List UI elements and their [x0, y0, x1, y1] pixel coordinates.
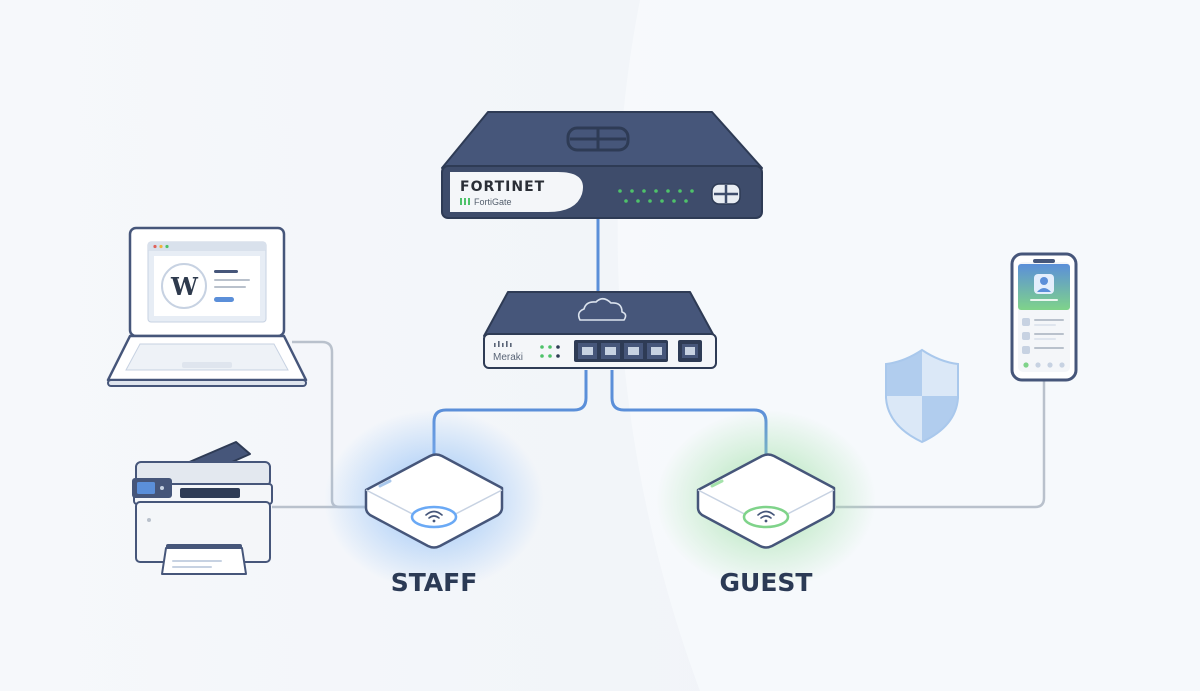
wifi-icon	[757, 510, 775, 523]
staff-access-point[interactable]: STAFF	[324, 410, 544, 597]
cable-phone-guest-ap	[836, 380, 1046, 509]
switch-leds	[540, 345, 560, 358]
wifi-icon	[425, 510, 443, 523]
firewall-device[interactable]: FORTINET FortiGate	[441, 111, 763, 219]
cloud-icon	[577, 297, 627, 321]
switch-ports	[574, 340, 702, 362]
staff-network-label: STAFF	[391, 568, 478, 597]
firewall-model: FortiGate	[474, 197, 512, 207]
guest-network-label: GUEST	[720, 568, 813, 597]
smartphone-device[interactable]	[1010, 252, 1078, 382]
guest-access-point[interactable]: GUEST	[656, 410, 876, 597]
firewall-top-logo-icon	[566, 126, 630, 152]
shield-icon	[885, 348, 959, 444]
switch-brand: Meraki	[493, 352, 523, 363]
firewall-front-logo-icon	[711, 183, 741, 205]
user-avatar-icon	[1034, 274, 1054, 294]
firewall-brand: FORTINET	[460, 179, 545, 195]
firewall-leds	[618, 189, 694, 203]
printer-device[interactable]	[132, 441, 273, 575]
switch-device[interactable]: Meraki	[483, 291, 717, 369]
wordpress-logo-icon: W	[170, 272, 199, 301]
meraki-logo-bars-icon	[494, 341, 512, 347]
firewall-status-bars-icon	[460, 198, 470, 205]
laptop-device[interactable]: W	[106, 226, 308, 387]
